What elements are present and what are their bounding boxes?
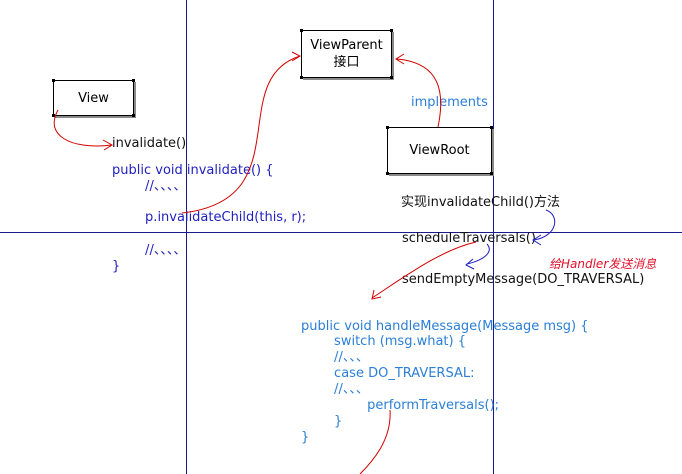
vertical-guide-right bbox=[493, 0, 494, 474]
send-empty-message-label: sendEmptyMessage(DO_TRAVERSAL) bbox=[402, 272, 645, 287]
code-line: performTraversals(); bbox=[301, 398, 500, 413]
arrow-view-to-invalidate bbox=[53, 109, 113, 147]
schedule-traversals-label: scheduleTraversals() bbox=[402, 231, 536, 246]
implements-label: implements bbox=[411, 95, 488, 110]
handler-note-label: 给Handler发送消息 bbox=[549, 257, 657, 271]
viewparent-box-sublabel: 接口 bbox=[333, 55, 360, 70]
code-line: p.invalidateChild(this, r); bbox=[112, 210, 307, 225]
code-line: //、、、、 bbox=[112, 179, 187, 194]
arrow-head bbox=[465, 258, 475, 270]
arrow-performtraversals-down bbox=[359, 409, 391, 474]
arrow-head bbox=[532, 234, 542, 246]
arrow-head bbox=[371, 289, 382, 300]
arrow-head bbox=[395, 53, 405, 65]
code-line: case DO_TRAVERSAL: bbox=[301, 366, 475, 381]
arrow-viewroot-to-viewparent bbox=[396, 58, 442, 128]
code-line: //、、、 bbox=[301, 382, 369, 397]
arrow-impl-to-schedule bbox=[533, 209, 556, 241]
arrow-head bbox=[291, 51, 302, 62]
viewroot-box-label: ViewRoot bbox=[409, 143, 470, 158]
viewparent-box[interactable]: ViewParent 接口 bbox=[300, 29, 393, 79]
code-line: } bbox=[301, 430, 310, 445]
code-line: } bbox=[112, 259, 121, 274]
impl-invalidate-child-label: 实现invalidateChild()方法 bbox=[401, 195, 560, 210]
viewroot-box[interactable]: ViewRoot bbox=[386, 126, 493, 175]
code-line: switch (msg.what) { bbox=[301, 334, 466, 349]
code-line: //、、、、 bbox=[112, 243, 187, 258]
code-line: } bbox=[301, 414, 343, 429]
code-line: //、、、 bbox=[301, 350, 369, 365]
invalidate-call-label: invalidate() bbox=[112, 136, 187, 151]
arrow-invalidatechild-to-viewparent bbox=[181, 55, 301, 214]
arrow-head bbox=[102, 139, 113, 151]
view-box-label: View bbox=[78, 90, 109, 106]
code-line: public void invalidate() { bbox=[112, 163, 274, 178]
view-box[interactable]: View bbox=[52, 79, 135, 117]
viewparent-box-label: ViewParent bbox=[310, 38, 383, 53]
arrow-schedule-to-handlemessage bbox=[371, 241, 477, 299]
arrow-schedule-to-send bbox=[466, 243, 490, 265]
code-line: public void handleMessage(Message msg) { bbox=[301, 319, 589, 334]
vertical-guide-left bbox=[186, 0, 187, 474]
horizontal-guide bbox=[0, 232, 682, 233]
